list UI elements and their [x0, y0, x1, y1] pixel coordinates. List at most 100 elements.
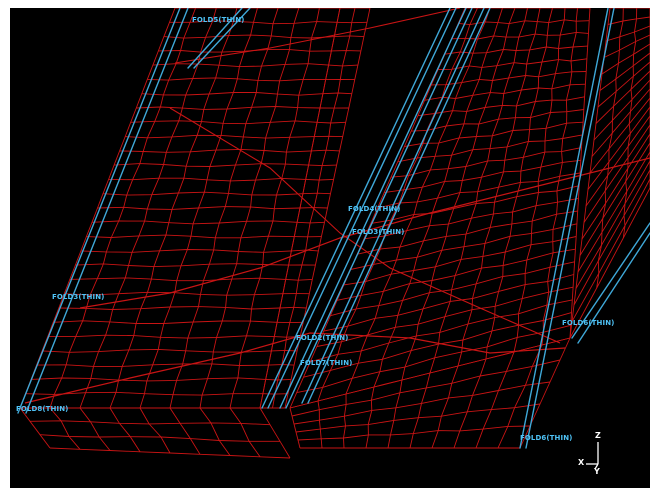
fold-line	[525, 8, 615, 449]
mesh-line	[571, 178, 650, 322]
mesh-line	[417, 96, 585, 117]
mesh-line	[569, 187, 650, 339]
mesh-line	[573, 169, 650, 306]
z-axis-label: Z	[595, 431, 601, 440]
x-axis-label: X	[578, 458, 585, 467]
mesh-line	[289, 8, 466, 409]
mesh-line	[19, 407, 51, 449]
mesh-line	[605, 25, 650, 42]
mesh-line	[289, 407, 301, 449]
mesh-line	[589, 97, 650, 174]
mesh-line	[199, 8, 300, 409]
fold-line	[25, 8, 189, 414]
mesh-line	[601, 43, 650, 75]
mesh-line	[401, 8, 516, 381]
mesh-line	[79, 407, 111, 451]
mesh-line	[579, 142, 650, 256]
fold-line	[279, 8, 467, 409]
mesh-line	[114, 163, 309, 167]
fold-label-center-lower[interactable]: FOLD3(THIN)	[352, 228, 405, 236]
mesh-line	[152, 63, 329, 68]
mesh-line	[457, 8, 541, 367]
mesh-line	[49, 8, 197, 409]
mesh-line	[596, 8, 624, 289]
mesh-line	[297, 221, 325, 224]
fold-label-bottom-right[interactable]: FOLD6(THIN)	[520, 434, 573, 442]
fold-line	[285, 8, 473, 409]
fold-line	[261, 8, 451, 409]
mesh-line	[303, 312, 572, 378]
mesh-line	[577, 151, 650, 273]
fold-label-center-upper[interactable]: FOLD4(THIN)	[348, 205, 401, 213]
mesh-line	[49, 407, 81, 450]
mesh-line	[569, 8, 591, 339]
mesh-line	[109, 407, 141, 453]
mesh-line	[603, 34, 650, 58]
mesh-line	[431, 365, 459, 449]
fold-line	[17, 8, 181, 414]
coordinate-triad-icon: Z X Y	[578, 432, 618, 476]
mesh-line	[429, 8, 528, 374]
mesh-line	[265, 378, 292, 381]
mesh-line	[29, 420, 271, 426]
mesh-line	[199, 407, 231, 456]
mesh-line	[607, 16, 650, 25]
mesh-line	[345, 8, 491, 395]
mesh-line	[272, 8, 356, 409]
mesh-line	[343, 393, 347, 449]
mesh-line	[229, 407, 261, 458]
fold-line	[301, 8, 485, 404]
mesh-line	[317, 121, 346, 124]
mesh-line	[575, 160, 650, 289]
fold-line	[571, 222, 650, 339]
mesh-line	[387, 379, 403, 449]
fold-label-left[interactable]: FOLD3(THIN)	[52, 293, 105, 301]
fold-line	[193, 8, 251, 69]
mesh-line	[373, 8, 503, 388]
mesh-line	[365, 386, 375, 449]
graphics-viewport[interactable]: FOLD5(THIN) FOLD4(THIN) FOLD3(THIN) FOLD…	[10, 8, 650, 488]
mesh-line	[595, 70, 650, 124]
mesh-line	[622, 8, 638, 239]
crease-line	[174, 8, 461, 64]
mesh-line	[485, 8, 553, 360]
mesh-line	[259, 407, 291, 459]
fold-label-right[interactable]: FOLD6(THIN)	[562, 319, 615, 327]
mesh-line	[583, 124, 650, 223]
mesh-line	[79, 8, 217, 409]
mesh-line	[519, 337, 571, 449]
fold-label-top[interactable]: FOLD5(THIN)	[192, 16, 245, 24]
mesh-line	[297, 425, 531, 441]
crease-line	[169, 107, 561, 344]
mesh-line	[19, 8, 176, 409]
mesh-line	[139, 8, 258, 409]
mesh-line	[31, 377, 266, 382]
mesh-line	[409, 372, 431, 449]
mesh-line	[587, 106, 650, 190]
mesh-line	[328, 64, 358, 67]
mesh-line	[229, 8, 320, 409]
fold-line	[577, 232, 650, 344]
fold-label-mid-upper[interactable]: FOLD2(THIN)	[296, 334, 349, 342]
fold-label-mid-lower[interactable]: FOLD7(THIN)	[300, 359, 353, 367]
mesh-line	[599, 52, 650, 91]
mesh-line	[334, 35, 364, 38]
mesh-line	[109, 8, 238, 409]
mesh-line	[285, 278, 313, 281]
mesh-scene	[17, 8, 650, 459]
fold-line	[519, 8, 609, 449]
mesh-line	[597, 61, 650, 108]
mesh-line	[169, 8, 279, 409]
mesh-line	[593, 79, 650, 141]
mesh-line	[91, 220, 298, 225]
fold-line	[267, 8, 457, 409]
mesh-line	[259, 8, 341, 409]
mesh-line	[322, 92, 352, 95]
fold-label-bottom-left[interactable]: FOLD8(THIN)	[16, 405, 69, 413]
mesh-line	[337, 248, 576, 301]
mesh-line	[271, 349, 298, 352]
mesh-line	[591, 88, 650, 157]
crease-line	[24, 332, 566, 404]
y-axis-label: Y	[594, 467, 600, 476]
fold-line	[187, 8, 243, 69]
